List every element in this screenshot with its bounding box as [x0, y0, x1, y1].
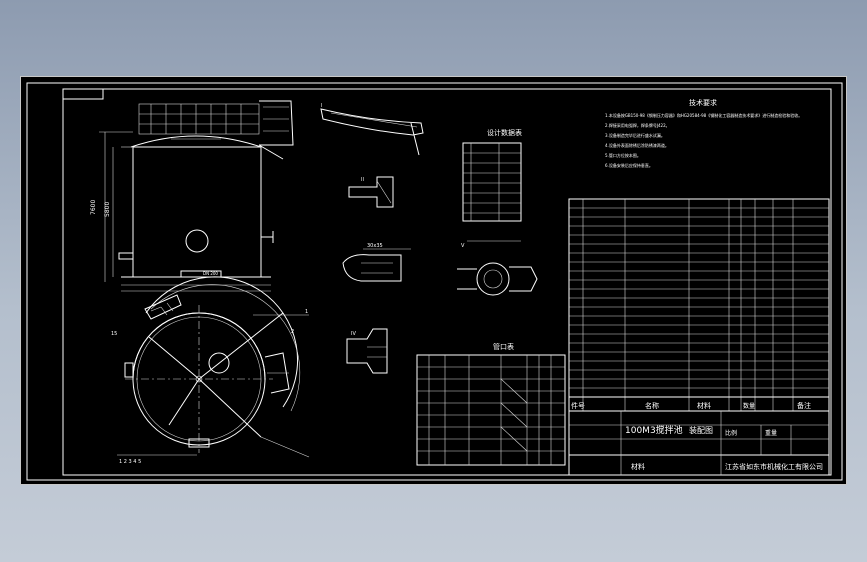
tech-req-title: 技术要求: [689, 98, 717, 107]
svg-text:V: V: [461, 243, 465, 249]
parts-header-name: 名称: [645, 401, 659, 410]
weight-label: 重量: [765, 429, 777, 437]
tech-note-3: 3.设备制造完毕后进行盛水试漏。: [605, 132, 665, 138]
nozzle-table: 管口表: [416, 342, 566, 466]
title-block: 100M3搅拌池 装配图 比例 重量 材料 江苏省如东市机械化工有限公司: [568, 410, 830, 476]
tech-note-1: 1.本设备按GB150-98《钢制压力容器》和HG20584-98《钢制化工容器…: [605, 112, 802, 118]
tank-elevation-view: 7600 5800 DN 200: [90, 100, 294, 292]
cad-drawing-viewport[interactable]: 7600 5800 DN 200: [20, 76, 847, 485]
svg-text:IV: IV: [351, 331, 356, 337]
tech-note-4: 4.设备外表面除锈后涂防锈漆两道。: [605, 142, 669, 148]
svg-text:7600: 7600: [90, 200, 97, 215]
sheet-outer-frame: [26, 82, 843, 481]
tank-plan-view: 1 2 15 1 2 3 4 5: [111, 276, 310, 465]
tech-note-2: 2.焊接采用电弧焊，焊条牌号J422。: [605, 122, 670, 128]
svg-text:30x35: 30x35: [367, 243, 383, 249]
parts-header-qty: 数量: [743, 402, 755, 410]
material-label: 材料: [631, 462, 645, 471]
design-table-title: 设计数据表: [487, 128, 522, 137]
svg-text:1 2 3 4 5: 1 2 3 4 5: [119, 459, 141, 465]
svg-text:15: 15: [111, 331, 117, 337]
svg-text:DN 200: DN 200: [203, 271, 218, 276]
tech-note-6: 6.设备安装后应保持垂直。: [605, 162, 653, 168]
parts-list-table: 件号 名称 材料 数量 备注: [568, 198, 830, 412]
svg-text:II: II: [361, 177, 364, 183]
svg-text:1: 1: [305, 309, 308, 315]
tech-note-5: 5.管口方位按本图。: [605, 152, 641, 158]
drawing-subtitle: 装配图: [689, 425, 713, 435]
parts-header-item: 件号: [571, 401, 585, 410]
detail-sketches: I II 30x35 IV V: [320, 103, 538, 374]
svg-text:I: I: [321, 103, 322, 109]
design-data-table: 设计数据表: [462, 128, 522, 222]
scale-label: 比例: [725, 429, 737, 437]
svg-text:2: 2: [291, 329, 294, 335]
sheet-inner-frame: [62, 88, 832, 476]
cad-drawing-canvas: 7600 5800 DN 200: [26, 82, 843, 481]
nozzle-table-title: 管口表: [493, 342, 514, 351]
parts-header-material: 材料: [697, 401, 711, 410]
technical-requirements: 技术要求 1.本设备按GB150-98《钢制压力容器》和HG20584-98《钢…: [605, 98, 802, 168]
sheet-corner-box: [62, 88, 104, 100]
company-name: 江苏省如东市机械化工有限公司: [725, 462, 823, 471]
svg-text:5800: 5800: [104, 202, 111, 217]
drawing-title: 100M3搅拌池: [625, 424, 683, 436]
parts-header-remark: 备注: [797, 401, 811, 410]
